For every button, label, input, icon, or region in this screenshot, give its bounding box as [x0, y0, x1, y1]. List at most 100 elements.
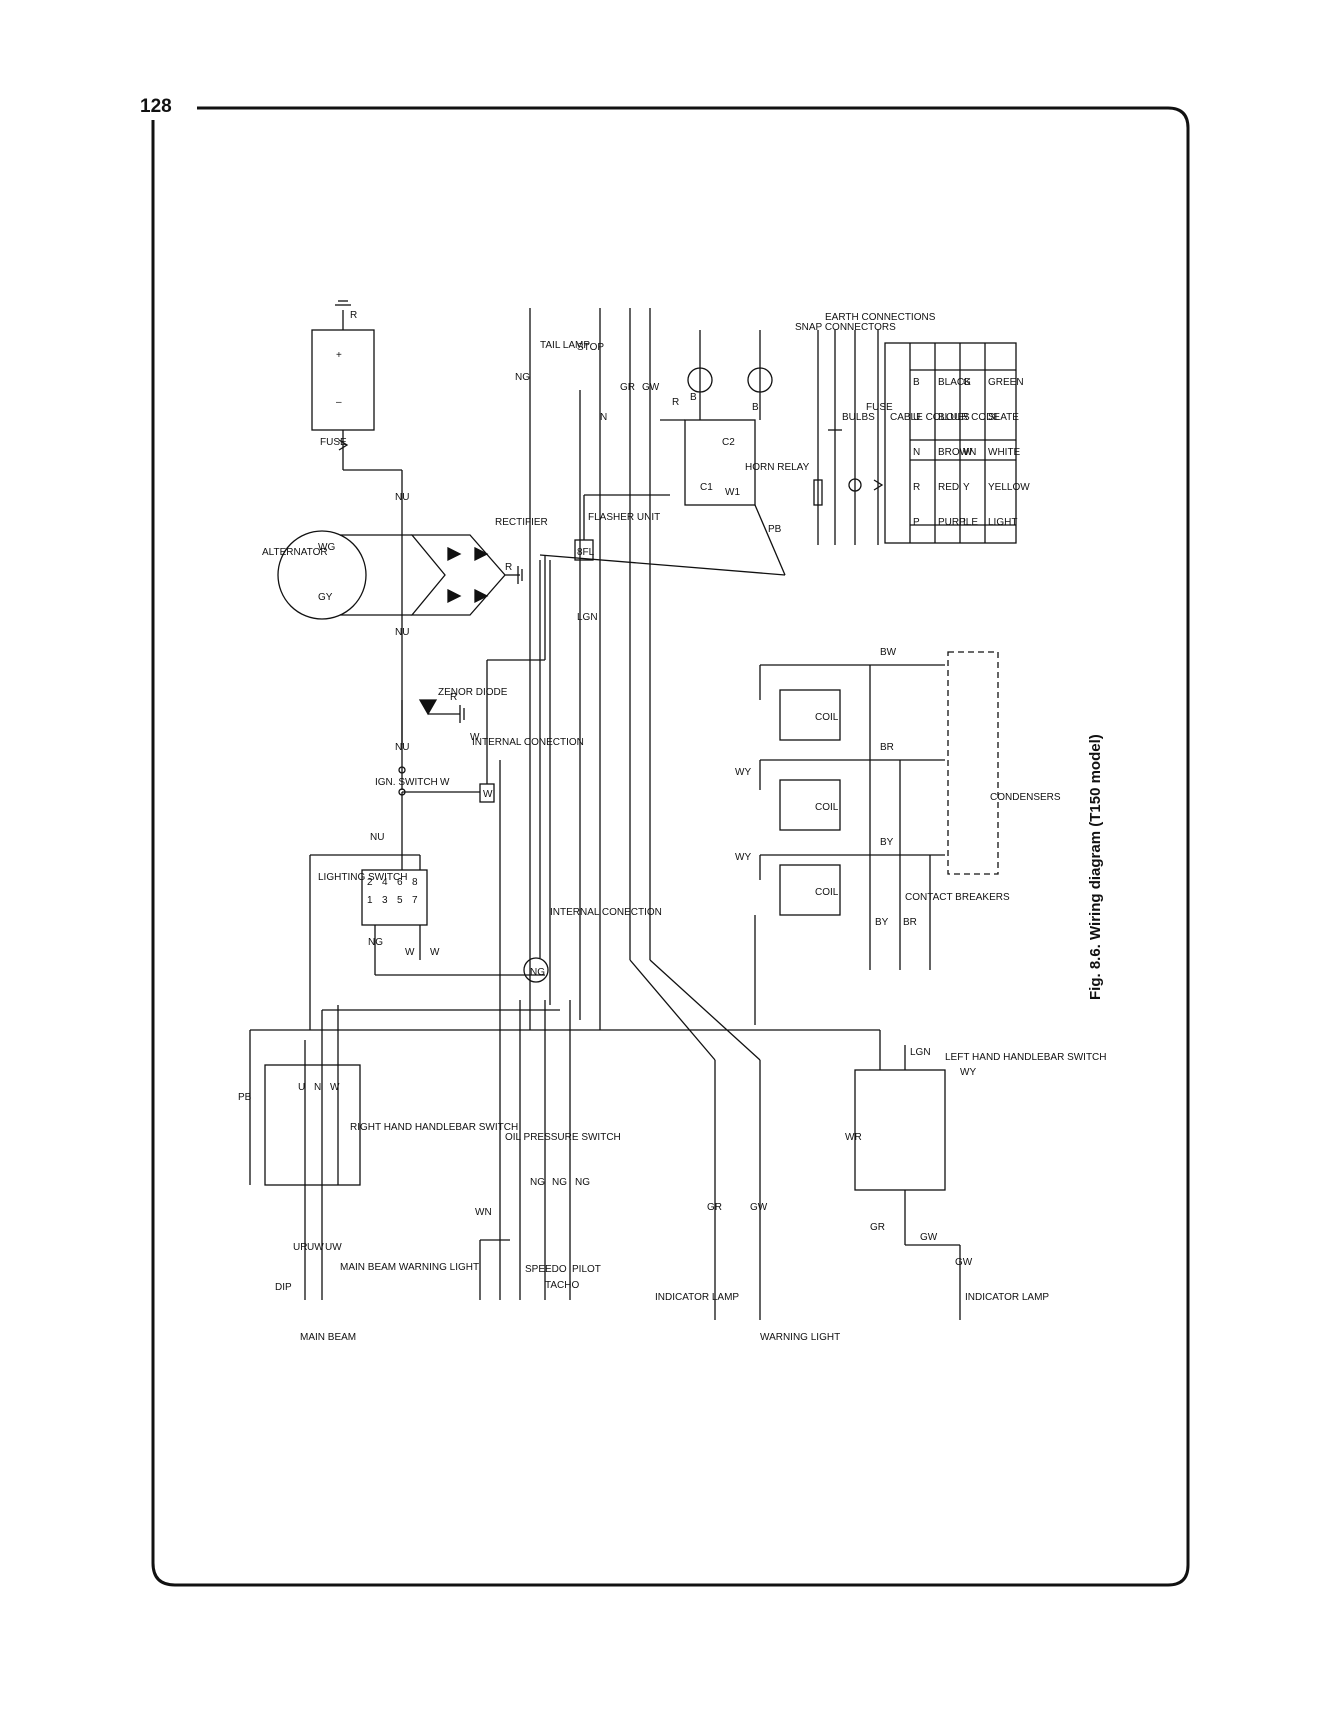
dip-label: DIP: [275, 1282, 292, 1293]
colour-table-cell: RED: [938, 482, 959, 493]
legend-earth: EARTH CONNECTIONS: [825, 312, 936, 323]
legend-fuse: FUSE: [866, 402, 893, 413]
wire-br-1: BR: [880, 742, 894, 753]
zener-diode: [418, 699, 438, 716]
lh-handlebar-switch: [854, 1069, 946, 1191]
colour-table-cell: L: [963, 517, 969, 528]
wire-u-1: U: [298, 1082, 305, 1093]
main-beam-label: MAIN BEAM: [300, 1332, 356, 1343]
colour-table-cell: S: [963, 412, 970, 423]
wire-gw-1: GW: [642, 382, 660, 393]
rectifier: [410, 534, 506, 616]
ls-terminal-5: 5: [397, 895, 403, 906]
wire-pb-1: PB: [238, 1092, 252, 1103]
wire-nu-2: NU: [395, 627, 409, 638]
speedo-label: SPEEDO: [525, 1264, 567, 1275]
legend-snap: SNAP CONNECTORS: [795, 322, 896, 333]
colour-table-cell: LIGHT: [988, 517, 1017, 528]
pilot-label: PILOT: [572, 1264, 601, 1275]
wire-ng-tail: NG: [515, 372, 530, 383]
wire-by-1: BY: [880, 837, 894, 848]
coil-2-label: COIL: [815, 802, 839, 813]
wire-ng-1: NG: [368, 937, 383, 948]
colour-table-cell: SLATE: [988, 412, 1019, 423]
wire-ur: UR: [293, 1242, 307, 1253]
oil-switch-label: OIL PRESSURE SWITCH: [505, 1132, 621, 1143]
wire-nu-1: NU: [395, 492, 409, 503]
ls-terminal-6: 6: [397, 877, 403, 888]
ls-terminal-1: 1: [367, 895, 373, 906]
rh-handlebar-switch: [264, 1064, 361, 1186]
main-beam-warning-label: MAIN BEAM WARNING LIGHT: [340, 1262, 479, 1273]
wire-b-1: B: [690, 392, 697, 403]
figure-caption: Fig. 8.6. Wiring diagram (T150 model): [1087, 734, 1104, 1000]
colour-table-cell: W: [963, 447, 973, 458]
coil-3: [779, 864, 841, 916]
coil-3-label: COIL: [815, 887, 839, 898]
wire-wy-3: WY: [960, 1067, 976, 1078]
ls-terminal-3: 3: [382, 895, 388, 906]
horn-relay-label: HORN RELAY: [745, 462, 810, 473]
colour-table-cell: P: [913, 517, 920, 528]
rectifier-label: RECTIFIER: [495, 517, 548, 528]
wire-r-horn: R: [672, 397, 679, 408]
colour-table-cell: GREEN: [988, 377, 1024, 388]
wire-ng-b: NG: [552, 1177, 567, 1188]
ls-terminal-8: 8: [412, 877, 418, 888]
alternator: [277, 530, 367, 620]
lighting-switch-label: LIGHTING SWITCH: [318, 872, 407, 883]
horn-c1: C1: [700, 482, 713, 493]
wire-wn: WN: [475, 1207, 492, 1218]
wire-gr-2: GR: [707, 1202, 722, 1213]
coil-1: [779, 689, 841, 741]
wire-gr-1: GR: [620, 382, 635, 393]
horn-c2: C2: [722, 437, 735, 448]
fuse-label: FUSE: [320, 437, 347, 448]
alternator-label: ALTERNATOR: [262, 547, 328, 558]
page-frame: [151, 106, 1190, 1587]
rh-switch-label: RIGHT HAND HANDLEBAR SWITCH: [350, 1122, 518, 1133]
ls-terminal-4: 4: [382, 877, 388, 888]
wire-w-2: W: [470, 732, 480, 743]
alt-wg: WG: [318, 542, 335, 553]
page-number: 128: [140, 96, 172, 117]
internal-conection-mid: INTERNAL CONECTION: [550, 907, 662, 918]
horn-relay: [684, 419, 756, 506]
ign-switch-label: IGN. SWITCH: [375, 777, 438, 788]
wire-br-2: BR: [903, 917, 917, 928]
wire-nu-3: NU: [395, 742, 409, 753]
schematic: [249, 300, 1017, 1320]
wire-w-5: W: [330, 1082, 340, 1093]
wire-gw-3: GW: [920, 1232, 938, 1243]
ls-terminal-7: 7: [412, 895, 418, 906]
colour-table-cell: BROWN: [938, 447, 976, 458]
wire-ng-a: NG: [530, 1177, 545, 1188]
colour-table-cell: R: [913, 482, 920, 493]
wire-ng-int: NG: [530, 967, 545, 978]
wire-gw-4: GW: [955, 1257, 973, 1268]
colour-table-cell: U: [913, 412, 920, 423]
tail-lamp-label: TAIL LAMP: [540, 340, 590, 351]
colour-table-cell: BLACK: [938, 377, 971, 388]
wire-uw-2: UW: [325, 1242, 342, 1253]
wire-w-box: W: [483, 789, 493, 800]
internal-conection-top: INTERNAL CONECTION: [472, 737, 584, 748]
wire-ng-c: NG: [575, 1177, 590, 1188]
indicator-lamp-label: INDICATOR LAMP: [655, 1292, 739, 1303]
colour-table-cell: Y: [963, 482, 970, 493]
colour-code-table: [884, 342, 1017, 544]
warning-light-label: WARNING LIGHT: [760, 1332, 840, 1343]
condensers-box: [947, 651, 999, 875]
flasher-unit-label: FLASHER UNIT: [588, 512, 660, 523]
flasher-tag: 8FL: [577, 547, 595, 558]
battery: [311, 329, 375, 431]
stop-label: STOP: [577, 342, 604, 353]
coil-1-label: COIL: [815, 712, 839, 723]
wire-bw: BW: [880, 647, 897, 658]
tacho-label: TACHO: [545, 1280, 579, 1291]
coil-2: [779, 779, 841, 831]
indicator-lamp-r-label: INDICATOR LAMP: [965, 1292, 1049, 1303]
legend-bulbs: BULBS: [842, 412, 875, 423]
